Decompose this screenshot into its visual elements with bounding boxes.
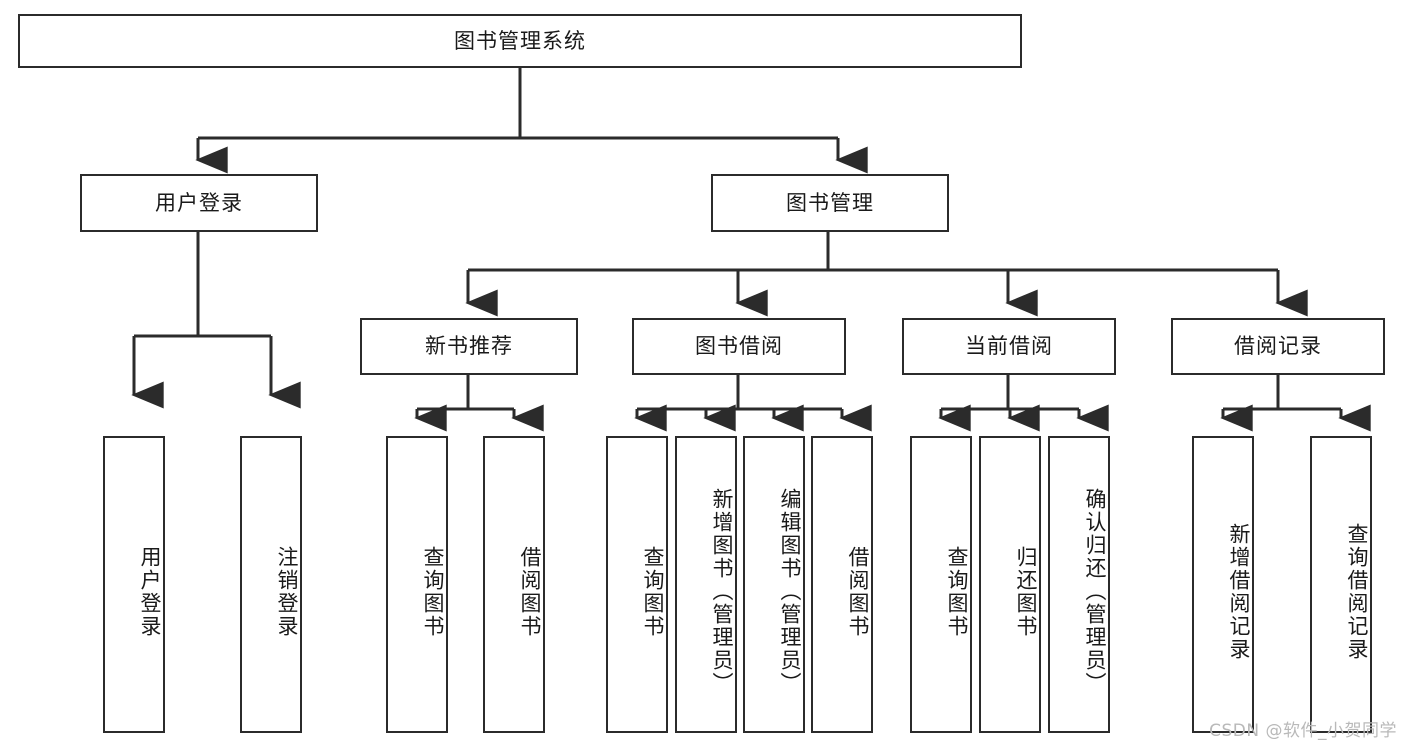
leaf-user-login-signin[interactable]: 用户登录 [103,436,165,733]
node-new-book-recommend-label: 新书推荐 [425,334,513,359]
leaf-borrow-edit-book-admin[interactable]: 编辑图书（管理员） [743,436,805,733]
leaf-label: 查询图书 [945,545,969,638]
leaf-record-query-record[interactable]: 查询借阅记录 [1310,436,1372,733]
node-book-borrow[interactable]: 图书借阅 [632,318,846,375]
leaf-label: 注销登录 [275,545,299,638]
leaf-label: 确认归还（管理员） [1083,488,1107,695]
leaf-current-confirm-return-admin[interactable]: 确认归还（管理员） [1048,436,1110,733]
node-borrow-record-label: 借阅记录 [1234,334,1322,359]
node-current-borrow-label: 当前借阅 [965,334,1053,359]
leaf-user-login-signout[interactable]: 注销登录 [240,436,302,733]
node-book-management-label: 图书管理 [786,190,874,215]
node-borrow-record[interactable]: 借阅记录 [1171,318,1385,375]
node-root-label: 图书管理系统 [454,28,586,53]
watermark: CSDN @软件_小贺同学 [1209,721,1397,741]
leaf-recommend-query-book[interactable]: 查询图书 [386,436,448,733]
leaf-label: 编辑图书（管理员） [778,488,802,695]
leaf-current-return-book[interactable]: 归还图书 [979,436,1041,733]
leaf-record-add-record[interactable]: 新增借阅记录 [1192,436,1254,733]
node-new-book-recommend[interactable]: 新书推荐 [360,318,578,375]
leaf-label: 用户登录 [138,545,162,638]
leaf-label: 借阅图书 [846,545,870,638]
leaf-label: 查询借阅记录 [1345,522,1369,661]
leaf-borrow-add-book-admin[interactable]: 新增图书（管理员） [675,436,737,733]
leaf-label: 新增借阅记录 [1227,522,1251,661]
leaf-label: 借阅图书 [518,545,542,638]
node-user-login[interactable]: 用户登录 [80,174,318,232]
leaf-label: 归还图书 [1014,545,1038,638]
leaf-borrow-query-book[interactable]: 查询图书 [606,436,668,733]
leaf-recommend-borrow-book[interactable]: 借阅图书 [483,436,545,733]
leaf-label: 新增图书（管理员） [710,488,734,695]
leaf-label: 查询图书 [421,545,445,638]
leaf-borrow-borrow-book[interactable]: 借阅图书 [811,436,873,733]
leaf-label: 查询图书 [641,545,665,638]
node-user-login-label: 用户登录 [155,190,243,215]
node-book-management[interactable]: 图书管理 [711,174,949,232]
leaf-current-query-book[interactable]: 查询图书 [910,436,972,733]
node-current-borrow[interactable]: 当前借阅 [902,318,1116,375]
node-root[interactable]: 图书管理系统 [18,14,1022,68]
node-book-borrow-label: 图书借阅 [695,334,783,359]
